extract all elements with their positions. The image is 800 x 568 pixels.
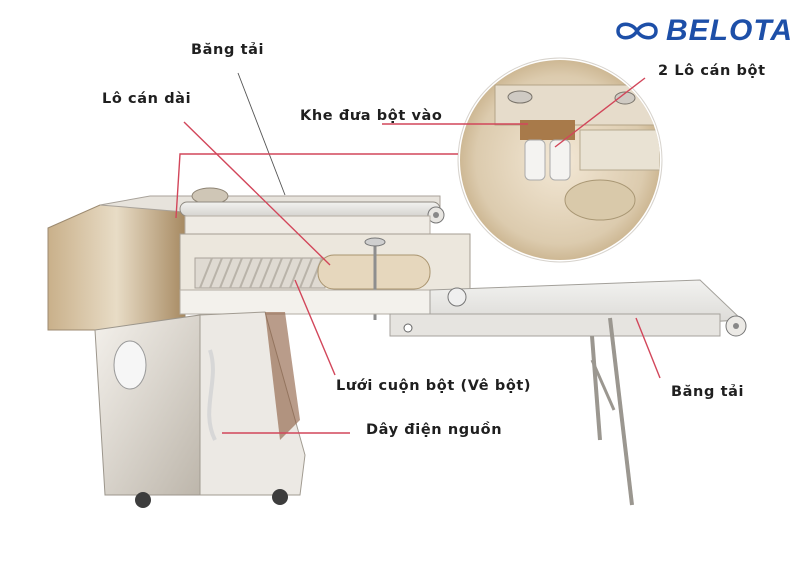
detail-inset: [457, 57, 663, 263]
label-day-dien-nguon: Dây điện nguồn: [366, 422, 503, 438]
infinity-icon: [616, 22, 658, 40]
dough-mesh: [199, 257, 323, 289]
top-conveyor: [179, 201, 445, 235]
label-khe-dua-bot-vao: Khe đưa bột vào: [300, 108, 443, 124]
label-lo-can-dai: Lô cán dài: [102, 91, 192, 107]
machine-cabinet: [94, 311, 306, 508]
output-conveyor: [389, 279, 747, 506]
label-bang-tai-top: Băng tải: [191, 42, 265, 58]
brand-logo: BELOTA: [614, 14, 793, 48]
machine-body: [179, 233, 471, 320]
label-2-lo-can-bot: 2 Lô cán bột: [658, 63, 766, 79]
label-bang-tai-right: Băng tải: [671, 384, 745, 400]
brand-name: BELOTA: [666, 14, 794, 47]
leader-lines: [175, 72, 661, 434]
label-luoi-cuon-bot: Lưới cuộn bột (Vê bột): [336, 378, 532, 394]
